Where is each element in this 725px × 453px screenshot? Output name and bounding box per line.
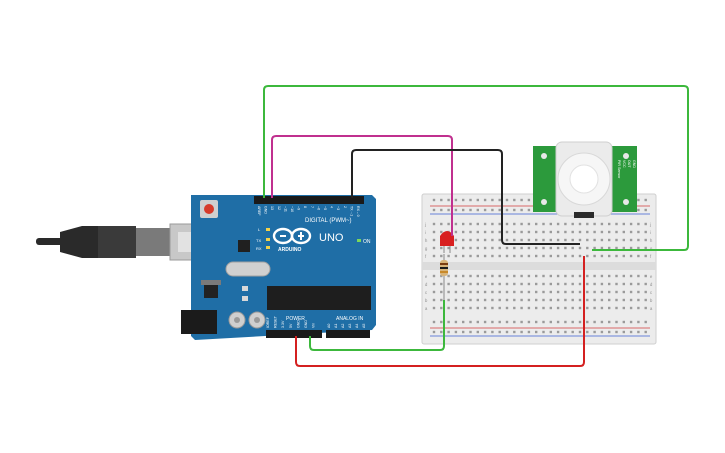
breadboard-row-letter: d	[425, 282, 428, 287]
wire-magenta-led[interactable]	[271, 135, 453, 236]
power-pin-label: IOREF	[266, 316, 270, 328]
on-label: ON	[363, 239, 371, 245]
power-pin-label: Vin	[312, 323, 316, 328]
digital-pin-label: GND	[264, 206, 268, 214]
power-pin-label: 3.3V	[281, 320, 285, 328]
arduino-uno-board[interactable]: DIGITAL (PWM~) UNO ARDUINO POWER ANALOG …	[181, 195, 376, 340]
wire-green-gnd[interactable]	[309, 300, 445, 351]
wire-red-5v[interactable]	[295, 256, 585, 367]
power-label: POWER	[286, 316, 305, 322]
breadboard-row-letter: h	[650, 238, 653, 243]
breadboard-row-letter: c	[425, 290, 427, 295]
brand-label: ARDUINO	[278, 247, 301, 253]
power-header	[266, 330, 322, 338]
digital-pin-label: ~9	[297, 206, 301, 210]
power-pin-label: GND	[304, 320, 308, 328]
digital-pin-label: 7	[310, 206, 314, 208]
digital-pin-label: 8	[303, 206, 307, 208]
pir-label: OUT	[627, 160, 631, 168]
power-pin-label: RESET	[274, 315, 278, 328]
digital-pin-label: ~10	[290, 206, 294, 212]
digital-header	[254, 196, 364, 204]
breadboard-row-letter: i	[650, 230, 651, 235]
usb-cable[interactable]	[36, 223, 211, 261]
breadboard-row-letter: g	[425, 246, 428, 251]
analog-pin-label: A5	[362, 324, 366, 328]
board-name: UNO	[319, 232, 344, 244]
pir-label: PIR Sensor	[617, 160, 621, 179]
breadboard-row-letter: i	[425, 230, 426, 235]
breadboard-row-letter: f	[650, 254, 652, 259]
digital-pin-label: 4	[330, 206, 334, 208]
breadboard-row-letter: b	[650, 298, 653, 303]
breadboard-row-letter: b	[425, 298, 428, 303]
analog-pin-label: A3	[348, 324, 352, 328]
power-pin-label: GND	[296, 320, 300, 328]
digital-pin-label: 13	[270, 206, 274, 210]
breadboard-row-letter: j	[424, 222, 426, 227]
breadboard-row-letter: j	[649, 222, 651, 227]
breadboard-holes	[432, 198, 647, 334]
resistor[interactable]	[440, 254, 448, 300]
analog-pin-label: A0	[327, 324, 331, 328]
breadboard-row-letter: h	[425, 238, 428, 243]
analog-pin-label: A2	[341, 324, 345, 328]
digital-pin-label: 2	[343, 206, 347, 208]
power-pin-label: 5V	[289, 323, 293, 328]
breadboard-row-letter: a	[425, 306, 428, 311]
pir-label: GND	[632, 160, 636, 168]
digital-pin-label: ~3	[336, 206, 340, 210]
tx-label: TX	[256, 238, 261, 243]
digital-pin-label: RX←0	[356, 206, 360, 217]
digital-pin-label: 12	[277, 206, 281, 210]
arduino-logo	[272, 227, 312, 245]
power-jack[interactable]	[181, 310, 217, 334]
wire-green-pir[interactable]	[263, 85, 689, 251]
analog-header	[326, 330, 370, 338]
analog-pin-label: A1	[334, 324, 338, 328]
rx-label: RX	[256, 246, 262, 251]
analog-label: ANALOG IN	[336, 316, 364, 322]
pir-label: VCC	[622, 160, 626, 168]
breadboard-row-letter: c	[650, 290, 652, 295]
digital-label: DIGITAL (PWM~)	[305, 218, 352, 224]
digital-pin-label: ~11	[283, 206, 287, 212]
breadboard-row-letter: d	[650, 282, 653, 287]
l-label: L	[258, 227, 261, 232]
digital-pin-label: ~5	[323, 206, 327, 210]
breadboard-row-letter: f	[425, 254, 427, 259]
breadboard-row-letter: e	[425, 274, 428, 279]
digital-pin-label: AREF	[257, 206, 261, 216]
breadboard-row-letter: g	[650, 246, 653, 251]
digital-pin-label: ~6	[316, 206, 320, 210]
red-led[interactable]	[440, 231, 454, 253]
digital-pin-label: TX→1	[349, 206, 353, 216]
breadboard-row-letter: e	[650, 274, 653, 279]
analog-pin-label: A4	[355, 324, 359, 328]
wire-black-gnd[interactable]	[351, 149, 580, 245]
breadboard-row-letter: a	[650, 306, 653, 311]
atmega-chip	[267, 286, 371, 310]
